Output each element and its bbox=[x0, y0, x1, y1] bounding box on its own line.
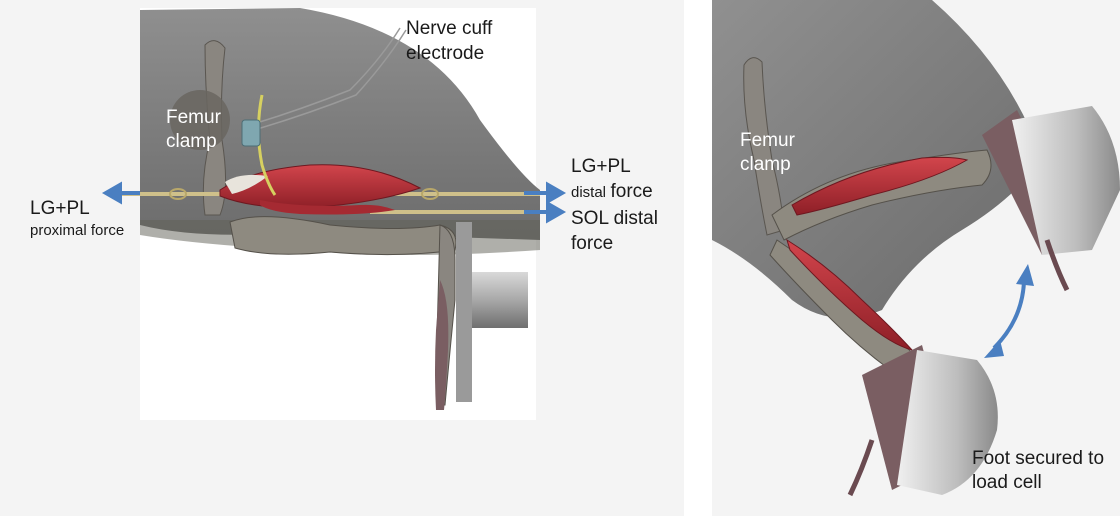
stand-post bbox=[456, 222, 472, 402]
foot-load-cell-label-1: Foot secured to bbox=[972, 448, 1104, 470]
right-panel: Femur clamp Foot secured to load cell bbox=[712, 0, 1120, 516]
femur-clamp-label-1: Femur bbox=[166, 107, 221, 129]
nerve-cuff-electrode bbox=[242, 120, 260, 146]
sol-label-1: SOL distal bbox=[571, 208, 658, 230]
lgpl-proximal-title: LG+PL bbox=[30, 198, 90, 220]
left-illustration bbox=[0, 0, 684, 516]
proximal-arrow-head bbox=[106, 185, 120, 201]
femur-clamp-right-label-1: Femur bbox=[740, 130, 795, 152]
sol-arrow-head bbox=[548, 204, 562, 220]
femur-clamp-label-2: clamp bbox=[166, 131, 217, 153]
nerve-cuff-label-1: Nerve cuff bbox=[406, 18, 492, 40]
femur-clamp-right-label-2: clamp bbox=[740, 154, 791, 176]
lower-toes bbox=[850, 440, 872, 495]
distal-lgpl-arrow-head bbox=[548, 185, 562, 201]
nerve-cuff-label-2: electrode bbox=[406, 43, 484, 65]
rotation-arrow-head-top bbox=[1016, 264, 1034, 286]
lgpl-distal-sub-small: distal bbox=[571, 184, 606, 201]
rotation-arrow-curve bbox=[994, 282, 1024, 348]
left-panel: Nerve cuff electrode Femur clamp LG+PL p… bbox=[0, 0, 684, 516]
foot-load-cell-label-2: load cell bbox=[972, 472, 1042, 494]
upper-load-cell bbox=[1012, 106, 1120, 255]
lgpl-distal-sub: distal force bbox=[571, 181, 653, 203]
lgpl-distal-title: LG+PL bbox=[571, 156, 631, 178]
stand-block bbox=[472, 272, 528, 328]
lgpl-distal-sub-big: force bbox=[610, 181, 652, 202]
sol-label-2: force bbox=[571, 233, 613, 255]
lgpl-proximal-sub: proximal force bbox=[30, 222, 124, 239]
right-illustration bbox=[712, 0, 1120, 516]
